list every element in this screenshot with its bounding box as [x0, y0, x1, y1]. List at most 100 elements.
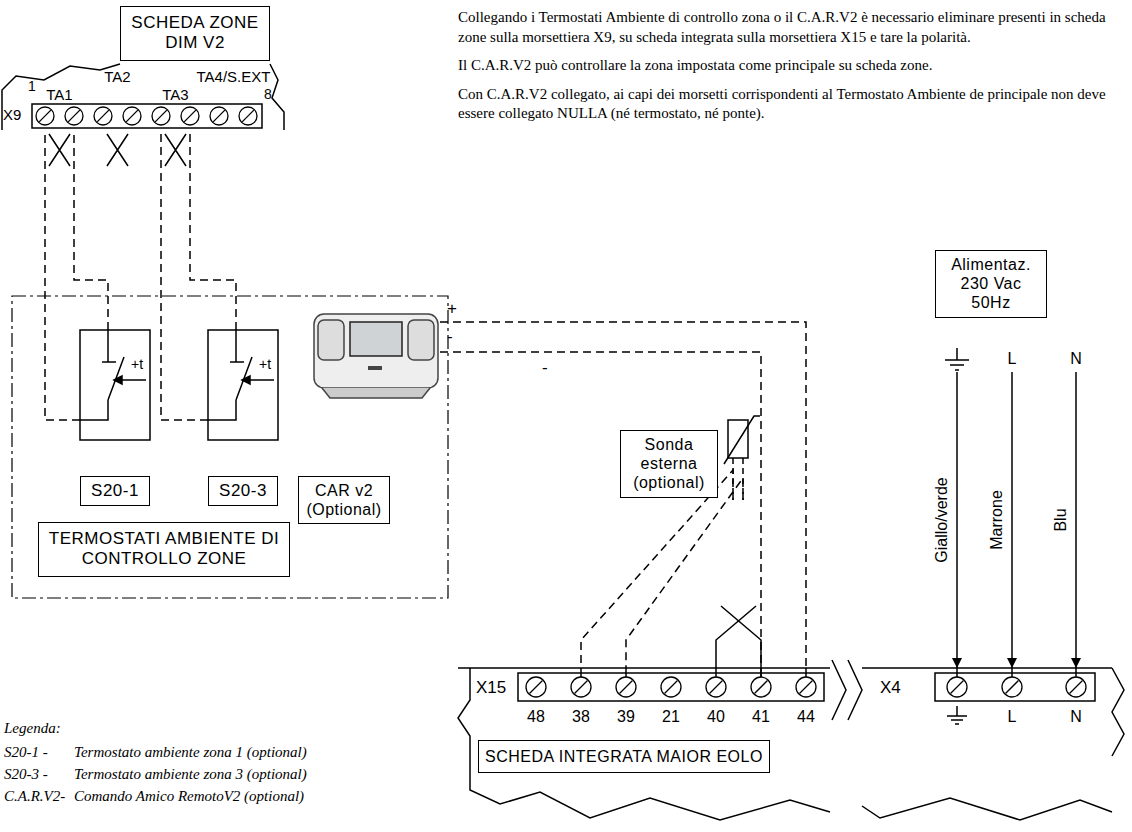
- power-wire: [1011, 385, 1013, 668]
- box-label: SCHEDA ZONE DIM V2: [127, 13, 263, 54]
- terminal-screw: [796, 677, 816, 697]
- temperature-mark: +t: [131, 356, 143, 372]
- remote-control-device: [314, 314, 438, 398]
- polarity-mark: +: [447, 299, 457, 319]
- terminal-label: 44: [797, 708, 815, 726]
- notes-block: Collegando i Termostati Ambiente di cont…: [458, 8, 1126, 133]
- legend-key: S20-3 -: [4, 766, 48, 783]
- signal-wire: [45, 130, 80, 420]
- temperature-mark: +t: [259, 356, 271, 372]
- terminal-label: L: [1008, 708, 1017, 726]
- board-outline: [270, 64, 284, 130]
- board-break: [832, 660, 862, 720]
- terminal-label: TA4/S.EXT: [197, 68, 271, 85]
- terminal-screw: [616, 677, 636, 697]
- legend-title: Legenda:: [4, 720, 61, 737]
- name-tag: CAR v2 (Optional): [298, 476, 390, 524]
- terminal-label: 48: [527, 708, 545, 726]
- screw-slot: [39, 110, 51, 122]
- terminal-screw: [239, 107, 257, 125]
- terminal-screw: [36, 107, 54, 125]
- note-text: Collegando i Termostati Ambiente di cont…: [458, 8, 1126, 47]
- screw-slot: [800, 681, 813, 694]
- terminal-label: 39: [617, 708, 635, 726]
- terminal-strip: [935, 673, 1095, 701]
- name-tag: Alimentaz. 230 Vac 50Hz: [935, 250, 1047, 318]
- board-outline: [458, 668, 1124, 820]
- wire-color-label: Blu: [1052, 508, 1070, 531]
- terminal-screw: [526, 677, 546, 697]
- screw-slot: [1006, 681, 1019, 694]
- terminal-screw: [152, 107, 170, 125]
- terminal-screw: [947, 677, 967, 697]
- signal-wire: [190, 130, 236, 330]
- terminal-screw: [94, 107, 112, 125]
- terminal-label: TA1: [46, 86, 72, 103]
- terminal-screw: [65, 107, 83, 125]
- thermostat-symbol: [208, 330, 278, 440]
- screw-slot: [213, 110, 225, 122]
- thermostat: S20-3: [208, 330, 278, 440]
- box-label: TERMOSTATI AMBIENTE DI CONTROLLO ZONE: [45, 529, 283, 570]
- polarity-mark: -: [447, 327, 453, 347]
- legend-key: S20-1 -: [4, 744, 48, 761]
- box-label: SCHEDA INTEGRATA MAIOR EOLO: [485, 747, 763, 766]
- screw-slot: [242, 110, 254, 122]
- terminal-label: X9: [3, 106, 21, 123]
- terminal-label: 40: [707, 708, 725, 726]
- group-outline: [12, 296, 448, 598]
- ground-symbol: [947, 706, 967, 724]
- screw-slot: [665, 681, 678, 694]
- zone-terminal-board: 1TA1TA2TA3TA4/S.EXT8X9: [0, 62, 285, 130]
- terminal-strip: [32, 104, 262, 128]
- terminal-label: X4: [880, 678, 901, 698]
- thermostat: S20-1: [80, 330, 150, 440]
- power-wire: [956, 385, 958, 668]
- group-title-box: TERMOSTATI AMBIENTE DI CONTROLLO ZONE: [38, 522, 290, 577]
- power-wire: [1075, 385, 1077, 668]
- remote-control: CAR v2 (Optional): [312, 308, 440, 400]
- terminal-screw: [1066, 677, 1086, 697]
- wire-color-label: Giallo/verde: [933, 477, 951, 562]
- outdoor-sensor: Sonda esterna (optional): [620, 420, 760, 500]
- terminal-screw: [706, 677, 726, 697]
- terminal-label: 8: [264, 86, 272, 102]
- thermostat-symbol: [80, 330, 150, 440]
- name-tag: S20-1: [80, 476, 150, 506]
- ground-symbol: [945, 348, 1076, 385]
- terminal-screw: [751, 677, 771, 697]
- legend-text: Comando Amico RemotoV2 (optional): [74, 788, 304, 805]
- signal-wire: [440, 352, 761, 668]
- terminal-label: X15: [476, 678, 506, 698]
- terminal-label: 38: [572, 708, 590, 726]
- wire-color-label: Marrone: [988, 490, 1006, 550]
- screw-slot: [184, 110, 196, 122]
- signal-wire: [161, 130, 208, 420]
- wire-stub: [581, 668, 1076, 677]
- legend-text: Termostato ambiente zona 1 (optional): [74, 744, 307, 761]
- signal-wire: [74, 130, 108, 330]
- screw-slot: [951, 681, 964, 694]
- legend-text: Termostato ambiente zona 3 (optional): [74, 766, 307, 783]
- terminal-screw: [571, 677, 591, 697]
- screw-slot: [126, 110, 138, 122]
- screw-slot: [755, 681, 768, 694]
- screw-slot: [575, 681, 588, 694]
- terminal-screw: [210, 107, 228, 125]
- thermistor-symbol: [724, 416, 760, 500]
- terminal-label: L: [1008, 350, 1017, 368]
- screw-slot: [97, 110, 109, 122]
- board-title-box: SCHEDA ZONE DIM V2: [120, 6, 270, 61]
- board-outline: [2, 64, 120, 130]
- removed-bridge: [49, 134, 186, 166]
- terminal-strip: [518, 673, 824, 701]
- terminal-screws: [36, 107, 1086, 697]
- signal-wire: [626, 478, 743, 668]
- main-board: X1548383921404144X4LNSCHEDA INTEGRATA MA…: [470, 668, 1110, 818]
- terminal-label: 1: [28, 78, 36, 94]
- terminal-screw: [661, 677, 681, 697]
- terminal-label: 21: [662, 708, 680, 726]
- terminal-label: N: [1070, 708, 1082, 726]
